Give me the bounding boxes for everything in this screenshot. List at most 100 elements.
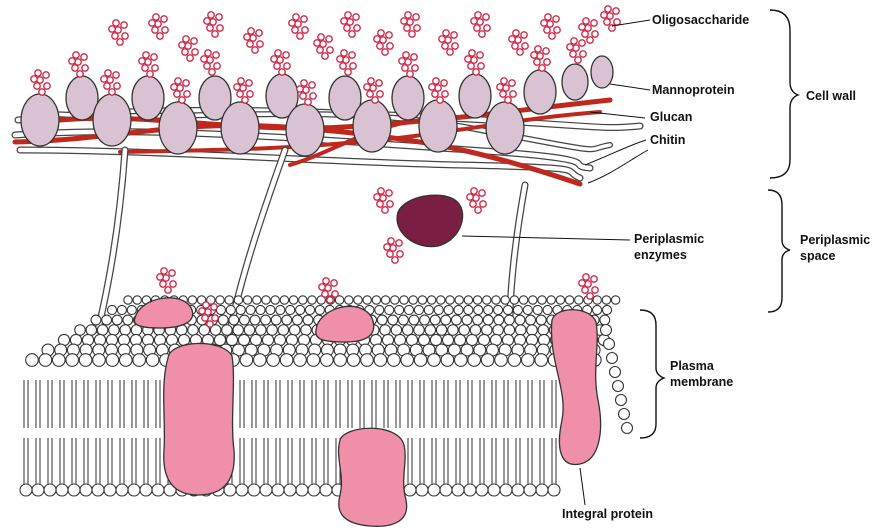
lipid-head bbox=[440, 484, 452, 496]
lipid-head bbox=[512, 484, 524, 496]
lipid-head bbox=[256, 305, 265, 314]
lipid-head bbox=[282, 315, 292, 325]
lipid-head bbox=[334, 354, 347, 367]
lipid-head bbox=[436, 325, 447, 336]
lipid-head bbox=[616, 395, 627, 406]
lipid-head bbox=[305, 305, 314, 314]
lipid-head bbox=[481, 354, 494, 367]
lipid-head bbox=[276, 305, 285, 314]
lipid-tail bbox=[300, 380, 304, 428]
lipid-tail bbox=[468, 380, 472, 428]
lipid-head bbox=[377, 315, 387, 325]
lipid-head bbox=[527, 325, 538, 336]
lipid-head bbox=[308, 296, 316, 304]
lipid-head bbox=[248, 484, 260, 496]
lipid-head bbox=[246, 305, 255, 314]
lipid-head bbox=[321, 354, 334, 367]
lipid-head bbox=[414, 354, 427, 367]
membrane-bottom-heads bbox=[20, 484, 560, 496]
lipid-head bbox=[622, 423, 633, 434]
lipid-tail bbox=[240, 438, 244, 484]
lipid-head bbox=[404, 484, 416, 496]
lipid-tail bbox=[540, 438, 544, 484]
lipid-head bbox=[127, 305, 136, 314]
lipid-head bbox=[446, 296, 454, 304]
lipid-head bbox=[416, 484, 428, 496]
lipid-head bbox=[602, 305, 611, 314]
lipid-head bbox=[226, 305, 235, 314]
lipid-head bbox=[444, 305, 453, 314]
cell-wall-layer bbox=[15, 6, 640, 184]
lipid-head bbox=[86, 325, 97, 336]
lipid-tail bbox=[312, 380, 316, 428]
lipid-head bbox=[503, 305, 512, 314]
lipid-head bbox=[533, 305, 542, 314]
lipid-head bbox=[272, 484, 284, 496]
label-periplasmic-space-2: space bbox=[800, 249, 835, 263]
lipid-head bbox=[97, 325, 108, 336]
lipid-head bbox=[271, 296, 279, 304]
lipid-head bbox=[233, 325, 244, 336]
membrane-side-heads bbox=[601, 325, 633, 434]
lipid-head bbox=[600, 315, 610, 325]
lipid-head bbox=[493, 325, 504, 336]
lipid-head bbox=[152, 484, 164, 496]
lipid-head bbox=[455, 354, 468, 367]
lipid-head bbox=[289, 296, 297, 304]
mannoprotein-3 bbox=[159, 102, 197, 154]
lipid-tail bbox=[432, 438, 436, 484]
lipid-head bbox=[504, 325, 515, 336]
mannoprotein-back-8 bbox=[524, 70, 556, 114]
lipid-head bbox=[538, 296, 546, 304]
lipid-head bbox=[526, 315, 536, 325]
lipid-head bbox=[543, 305, 552, 314]
lipid-head bbox=[289, 325, 300, 336]
lipid-head bbox=[303, 315, 313, 325]
lipid-tail bbox=[360, 380, 364, 428]
lipid-head bbox=[522, 354, 535, 367]
integral-protein-right bbox=[551, 310, 600, 465]
lipid-head bbox=[385, 305, 394, 314]
lipid-tail bbox=[108, 438, 112, 484]
lipid-head bbox=[104, 484, 116, 496]
label-mannoprotein: Mannoprotein bbox=[652, 83, 735, 97]
lipid-head bbox=[347, 354, 360, 367]
lipid-tail bbox=[24, 380, 28, 428]
lipid-tail bbox=[312, 438, 316, 484]
lipid-head bbox=[280, 296, 288, 304]
lipid-tail bbox=[276, 380, 280, 428]
lipid-head bbox=[500, 484, 512, 496]
lipid-head bbox=[565, 296, 573, 304]
lipid-tail bbox=[348, 380, 352, 428]
periplasmic-enzyme bbox=[374, 188, 486, 263]
cell-wall-bracket bbox=[770, 10, 798, 178]
lipid-head bbox=[80, 484, 92, 496]
lipid-tail bbox=[300, 438, 304, 484]
lipid-head bbox=[464, 296, 472, 304]
lipid-head bbox=[455, 296, 463, 304]
label-periplasmic-space-1: Periplasmic bbox=[800, 233, 870, 247]
lipid-head bbox=[32, 484, 44, 496]
lipid-head bbox=[400, 296, 408, 304]
lipid-head bbox=[68, 484, 80, 496]
lipid-head bbox=[240, 315, 250, 325]
lipid-head bbox=[513, 305, 522, 314]
periplasmic-space-bracket bbox=[768, 190, 790, 312]
lipid-head bbox=[611, 296, 619, 304]
lipid-tail bbox=[156, 438, 160, 484]
lipid-head bbox=[106, 354, 119, 367]
lipid-head bbox=[381, 296, 389, 304]
lipid-head bbox=[441, 315, 451, 325]
lipid-head bbox=[484, 305, 493, 314]
lipid-tail bbox=[264, 438, 268, 484]
lipid-tail bbox=[156, 380, 160, 428]
lipid-tail bbox=[396, 380, 400, 428]
lipid-tail bbox=[84, 438, 88, 484]
label-periplasmic-enzymes-1: Periplasmic bbox=[634, 232, 704, 246]
lipid-tail bbox=[528, 438, 532, 484]
lipid-tail bbox=[504, 438, 508, 484]
lipid-head bbox=[575, 296, 583, 304]
lipid-head bbox=[402, 325, 413, 336]
lipid-tails bbox=[24, 380, 556, 484]
